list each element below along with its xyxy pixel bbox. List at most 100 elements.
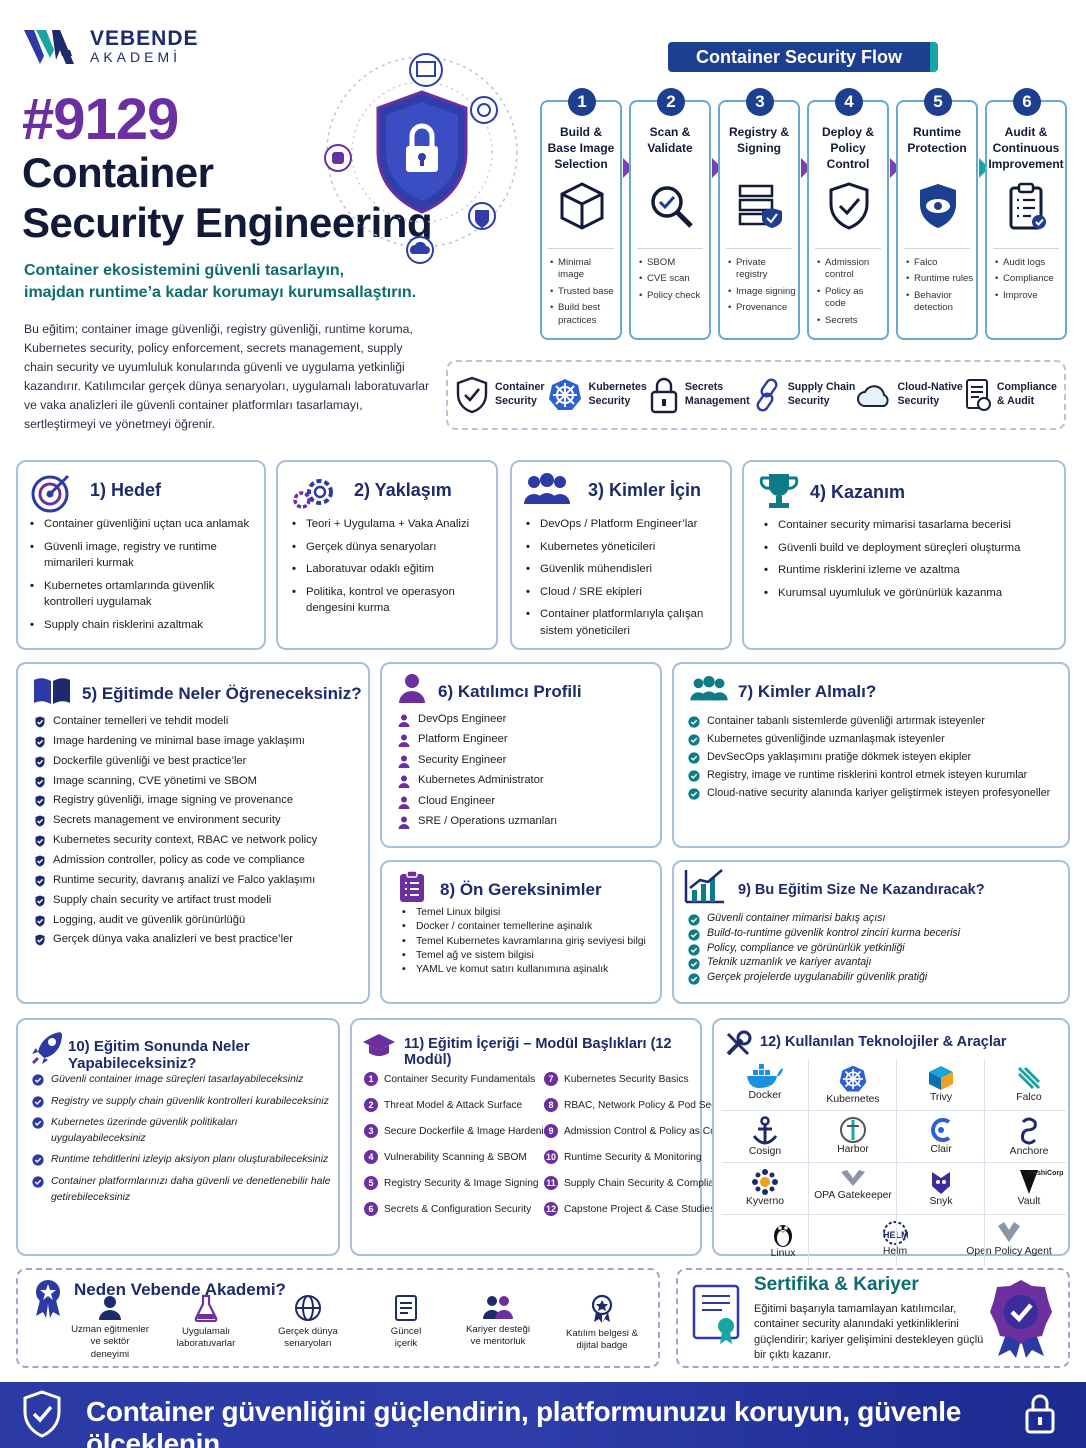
list-item: Container security mimarisi tasarlama be…: [764, 517, 1060, 534]
list-item: Güvenli image, registry ve runtime mimar…: [30, 539, 256, 572]
check-circle-icon: [688, 734, 700, 746]
shield-check-icon: [456, 376, 488, 414]
list-item: Güvenli container image süreçleri tasarl…: [32, 1072, 332, 1088]
falco-logo-icon: [1017, 1066, 1041, 1090]
tool-anchore: Anchore: [986, 1112, 1072, 1164]
tool-name: Harbor: [837, 1144, 869, 1155]
magnifier-icon: [651, 186, 693, 228]
step-title: Registry &Signing: [728, 125, 790, 156]
step-item: Provenance: [728, 302, 796, 315]
module-number: 7: [544, 1072, 558, 1086]
pillar-compliance-audit: Compliance& Audit: [965, 378, 1057, 412]
list-item: Registry ve supply chain güvenlik kontro…: [32, 1094, 332, 1110]
step-item: Audit logs: [995, 257, 1063, 270]
target-icon: [31, 474, 70, 513]
step-item: Admission control: [817, 257, 885, 282]
check-circle-icon: [35, 716, 45, 728]
tool-snyk: Snyk: [898, 1164, 984, 1216]
check-circle-icon: [688, 914, 700, 926]
tool-name: Vault: [1017, 1196, 1041, 1207]
opa-gatekeeper-logo-icon: [841, 1170, 865, 1186]
cloud-icon: [857, 385, 889, 407]
tool-kyverno: Kyverno: [722, 1164, 808, 1216]
list-item: Kubernetes ortamlarında güvenlik kontrol…: [30, 578, 256, 611]
check-circle-icon: [688, 752, 700, 764]
list-item: Admission controller, policy as code ve …: [34, 853, 364, 868]
card-title: 4) Kazanım: [810, 482, 906, 502]
tool-open-policy-agent: Open Policy Agent: [954, 1216, 1064, 1268]
tool-name: Docker: [748, 1090, 782, 1101]
check-circle-icon: [32, 1154, 44, 1167]
module-title: Secure Dockerfile & Image Hardening: [384, 1125, 556, 1137]
check-circle-icon: [688, 943, 700, 956]
people-group-icon: [690, 676, 728, 701]
vebende-logo-icon: [24, 30, 74, 64]
intro-text: Bu eğitim; container image güvenliği, re…: [24, 322, 430, 432]
document-icon: [395, 1295, 417, 1321]
check-circle-icon: [35, 756, 45, 768]
list-item: Kurumsal uyumluluk ve görünürlük kazanma: [764, 585, 1060, 602]
cert-text: Eğitimi başarıyla tamamlayan katılımcıla…: [754, 1303, 984, 1362]
open-book-icon: [34, 678, 70, 704]
step-number: 1: [568, 88, 596, 116]
step-item: Improve: [995, 290, 1063, 303]
step-item: Falco: [906, 257, 974, 270]
list-item: DevOps / Platform Engineer’lar: [526, 516, 726, 533]
person-icon: [398, 816, 410, 830]
kimler-almali-list: Container tabanlı sistemlerde güvenliği …: [688, 714, 1058, 804]
step-item: Policy as code: [817, 286, 885, 311]
check-circle-icon: [35, 875, 45, 887]
module-number: 3: [364, 1124, 378, 1138]
cosign-logo-icon: [752, 1116, 778, 1145]
step-number: 5: [924, 88, 952, 116]
module-number: 11: [544, 1176, 558, 1190]
kubernetes-logo-icon: [839, 1065, 867, 1092]
document-audit-icon: [965, 379, 991, 411]
flow-arrow: [979, 158, 989, 178]
step-number: 4: [835, 88, 863, 116]
why-item: Katılım belgesi &dijital badge: [552, 1294, 652, 1353]
tool-name: Helm: [882, 1246, 908, 1257]
clair-logo-icon: [931, 1118, 951, 1142]
module-number: 8: [544, 1098, 558, 1112]
yapabilecek-list: Güvenli container image süreçleri tasarl…: [32, 1072, 332, 1211]
list-item: Runtime risklerini izleme ve azaltma: [764, 562, 1060, 579]
list-item: Logging, audit ve güvenlik görünürlüğü: [34, 913, 364, 928]
module-title: Runtime Security & Monitoring: [564, 1151, 702, 1163]
card-title: 11) Eğitim İçeriği – Modül Başlıkları (1…: [404, 1036, 672, 1068]
tool-name: Kyverno: [745, 1196, 785, 1207]
expert-trainer-icon: [99, 1296, 121, 1320]
card-hedef: 1) Hedef Container güvenliğini uçtan uca…: [16, 460, 266, 650]
tool-name: Kubernetes: [826, 1094, 880, 1105]
card-yapabileceksiniz: 10) Eğitim Sonunda Neler Yapabileceksini…: [16, 1018, 340, 1256]
shield-check-icon: [23, 1390, 61, 1438]
check-circle-icon: [688, 770, 700, 782]
trophy-icon: [759, 474, 799, 508]
list-item: Kubernetes security context, RBAC ve net…: [34, 833, 364, 848]
module-number: 10: [544, 1150, 558, 1164]
list-item: Teori + Uygulama + Vaka Analizi: [292, 516, 488, 533]
kimler-icin-list: DevOps / Platform Engineer’lar Kubernete…: [526, 516, 726, 645]
list-item: Cloud-native security alanında kariyer g…: [688, 786, 1058, 800]
gereksinim-list: Temel Linux bilgisi Docker / container t…: [402, 906, 652, 978]
step-items: FalcoRuntime rulesBehavior detection: [906, 257, 974, 319]
tool-name: Falco: [1016, 1092, 1042, 1103]
tagline: Container ekosistemini güvenli tasarlayı…: [24, 262, 417, 302]
card-ogreneceksiniz: 5) Eğitimde Neler Öğreneceksiniz? Contai…: [16, 662, 370, 1004]
tool-cosign: Cosign: [722, 1112, 808, 1164]
list-item: Secrets management ve environment securi…: [34, 813, 364, 828]
check-circle-icon: [688, 958, 700, 970]
module-title: Registry Security & Image Signing: [384, 1177, 539, 1189]
check-circle-icon: [35, 934, 45, 946]
